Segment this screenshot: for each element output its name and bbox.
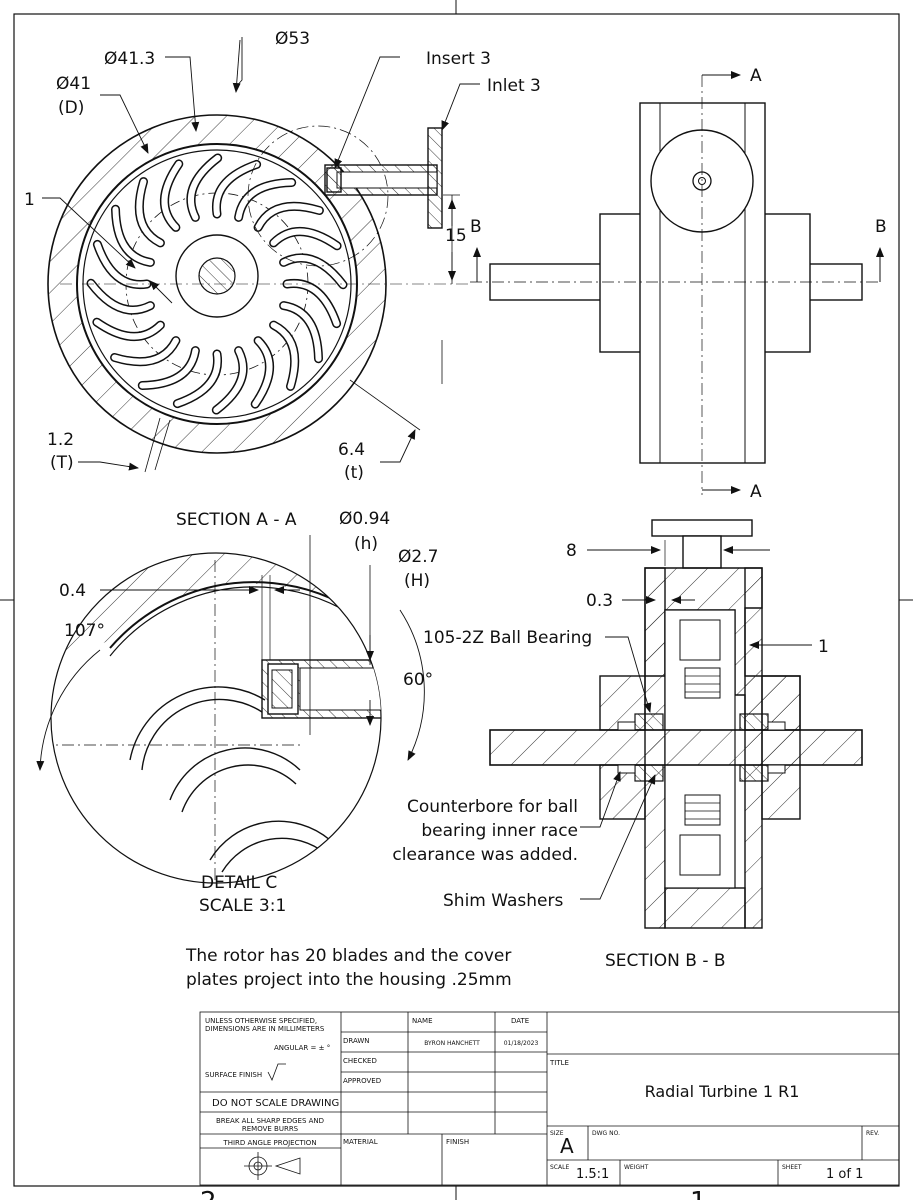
dim-dia-2-7: Ø2.7 — [398, 547, 438, 567]
tb-date-header: DATE — [511, 1017, 529, 1025]
label-ball-bearing: 105-2Z Ball Bearing — [423, 628, 592, 648]
tb-scale-label: SCALE — [550, 1164, 569, 1171]
section-a-a-view — [42, 37, 480, 473]
rotor-blade-inner — [255, 203, 323, 231]
tb-drawn-label: DRAWN — [343, 1037, 370, 1045]
zone-label-right: 1 — [690, 1187, 707, 1200]
rotor-blade-inner — [174, 351, 221, 407]
tb-finish-label: FINISH — [446, 1138, 469, 1146]
section-a-a-title: SECTION A - A — [176, 510, 297, 530]
rotor-blade-inner — [270, 228, 341, 249]
rotor-blade-inner — [161, 160, 182, 231]
note-counterbore-3: clearance was added. — [392, 845, 578, 865]
tb-checked-label: CHECKED — [343, 1057, 377, 1065]
detail-c-title: DETAIL C — [201, 873, 277, 893]
tb-unless-1: UNLESS OTHERWISE SPECIFIED, — [205, 1017, 317, 1025]
tb-break-1: BREAK ALL SHARP EDGES AND — [216, 1117, 324, 1125]
note-counterbore-1: Counterbore for ball — [407, 797, 578, 817]
dim-dia-41: Ø41 — [56, 74, 91, 94]
cut-label-b-left: B — [470, 217, 482, 237]
cut-label-a-bottom: A — [750, 482, 762, 502]
note-counterbore-2: bearing inner race — [421, 821, 578, 841]
tb-sheet: 1 of 1 — [826, 1167, 863, 1182]
tb-sheet-label: SHEET — [782, 1164, 802, 1171]
rotor-blade-inner — [111, 337, 179, 365]
dim-1-aa: 1 — [24, 190, 35, 210]
dim-8: 8 — [566, 541, 577, 561]
rotor-blade-inner — [235, 179, 295, 221]
section-b-b-title: SECTION B - B — [605, 951, 726, 971]
dim-dia-53: Ø53 — [275, 29, 310, 49]
tb-do-not-scale: DO NOT SCALE DRAWING — [212, 1098, 339, 1109]
tb-dwg-no-label: DWG NO. — [592, 1130, 620, 1137]
dim-dia-0-94: Ø0.94 — [339, 509, 390, 529]
dim-dia-0-94-sub: (h) — [354, 534, 378, 554]
tb-title: Radial Turbine 1 R1 — [645, 1082, 800, 1101]
rotor-blade-inner — [136, 178, 164, 246]
tb-rev-label: REV. — [866, 1130, 879, 1137]
side-view — [470, 71, 884, 495]
label-inlet: Inlet 3 — [487, 76, 541, 96]
note-rotor-2: plates project into the housing .25mm — [186, 970, 512, 990]
tb-third-angle: THIRD ANGLE PROJECTION — [222, 1139, 316, 1147]
tb-size: A — [560, 1134, 574, 1158]
rotor-blade-inner — [213, 161, 260, 217]
rotor-blade-inner — [93, 319, 164, 340]
tb-title-label: TITLE — [549, 1059, 569, 1067]
tb-drawn-date: 01/18/2023 — [504, 1040, 539, 1047]
rotor-blade-inner — [252, 337, 273, 408]
dim-6-4: 6.4 — [338, 440, 365, 460]
label-shim-washers: Shim Washers — [443, 891, 563, 911]
rotor-blade-inner — [188, 155, 221, 221]
tb-weight-label: WEIGHT — [624, 1164, 649, 1171]
section-b-b-view — [489, 519, 863, 929]
tb-approved-label: APPROVED — [343, 1077, 381, 1085]
dim-dia-41-sub: (D) — [58, 98, 84, 118]
tb-drawn-name: BYRON HANCHETT — [424, 1040, 480, 1047]
dim-0-4: 0.4 — [59, 581, 86, 601]
rotor-blade-inner — [284, 280, 340, 327]
cut-label-b-right: B — [875, 217, 887, 237]
rotor-blade-inner — [88, 280, 154, 313]
rotor-blade-inner — [270, 322, 298, 390]
tb-name-header: NAME — [412, 1017, 433, 1025]
tb-size-label: SIZE — [550, 1130, 564, 1137]
detail-c-scale: SCALE 3:1 — [199, 896, 286, 916]
tb-scale: 1.5:1 — [576, 1167, 609, 1182]
dim-angle-107: 107° — [64, 621, 105, 641]
dim-1-2-sub: (T) — [50, 453, 74, 473]
note-rotor-1: The rotor has 20 blades and the cover — [185, 946, 511, 966]
tb-material-label: MATERIAL — [343, 1138, 378, 1146]
dim-15: 15 — [445, 226, 467, 246]
dim-angle-60: 60° — [403, 670, 433, 690]
dim-dia-2-7-sub: (H) — [404, 571, 430, 591]
tb-angular: ANGULAR = ± ° — [274, 1044, 330, 1052]
rotor-blade-inner — [280, 302, 322, 362]
tb-surface-finish: SURFACE FINISH — [205, 1071, 262, 1079]
rotor-blade-inner — [112, 206, 154, 266]
cut-label-a-top: A — [750, 66, 762, 86]
dim-1-bb: 1 — [818, 637, 829, 657]
zone-label-left: 2 — [200, 1187, 217, 1200]
rotor-blades — [86, 153, 348, 415]
tb-break-2: REMOVE BURRS — [242, 1125, 299, 1133]
label-insert: Insert 3 — [426, 49, 491, 69]
dim-1-2: 1.2 — [47, 430, 74, 450]
rotor-blade-inner — [94, 241, 150, 288]
dim-6-4-sub: (t) — [344, 463, 364, 483]
title-block — [199, 1011, 900, 1186]
dim-dia-41-3: Ø41.3 — [104, 49, 155, 69]
tb-unless-2: DIMENSIONS ARE IN MILLIMETERS — [205, 1025, 325, 1033]
rotor-blade-inner — [213, 347, 246, 413]
dim-0-3: 0.3 — [586, 591, 613, 611]
rotor-blade-inner — [139, 347, 199, 389]
